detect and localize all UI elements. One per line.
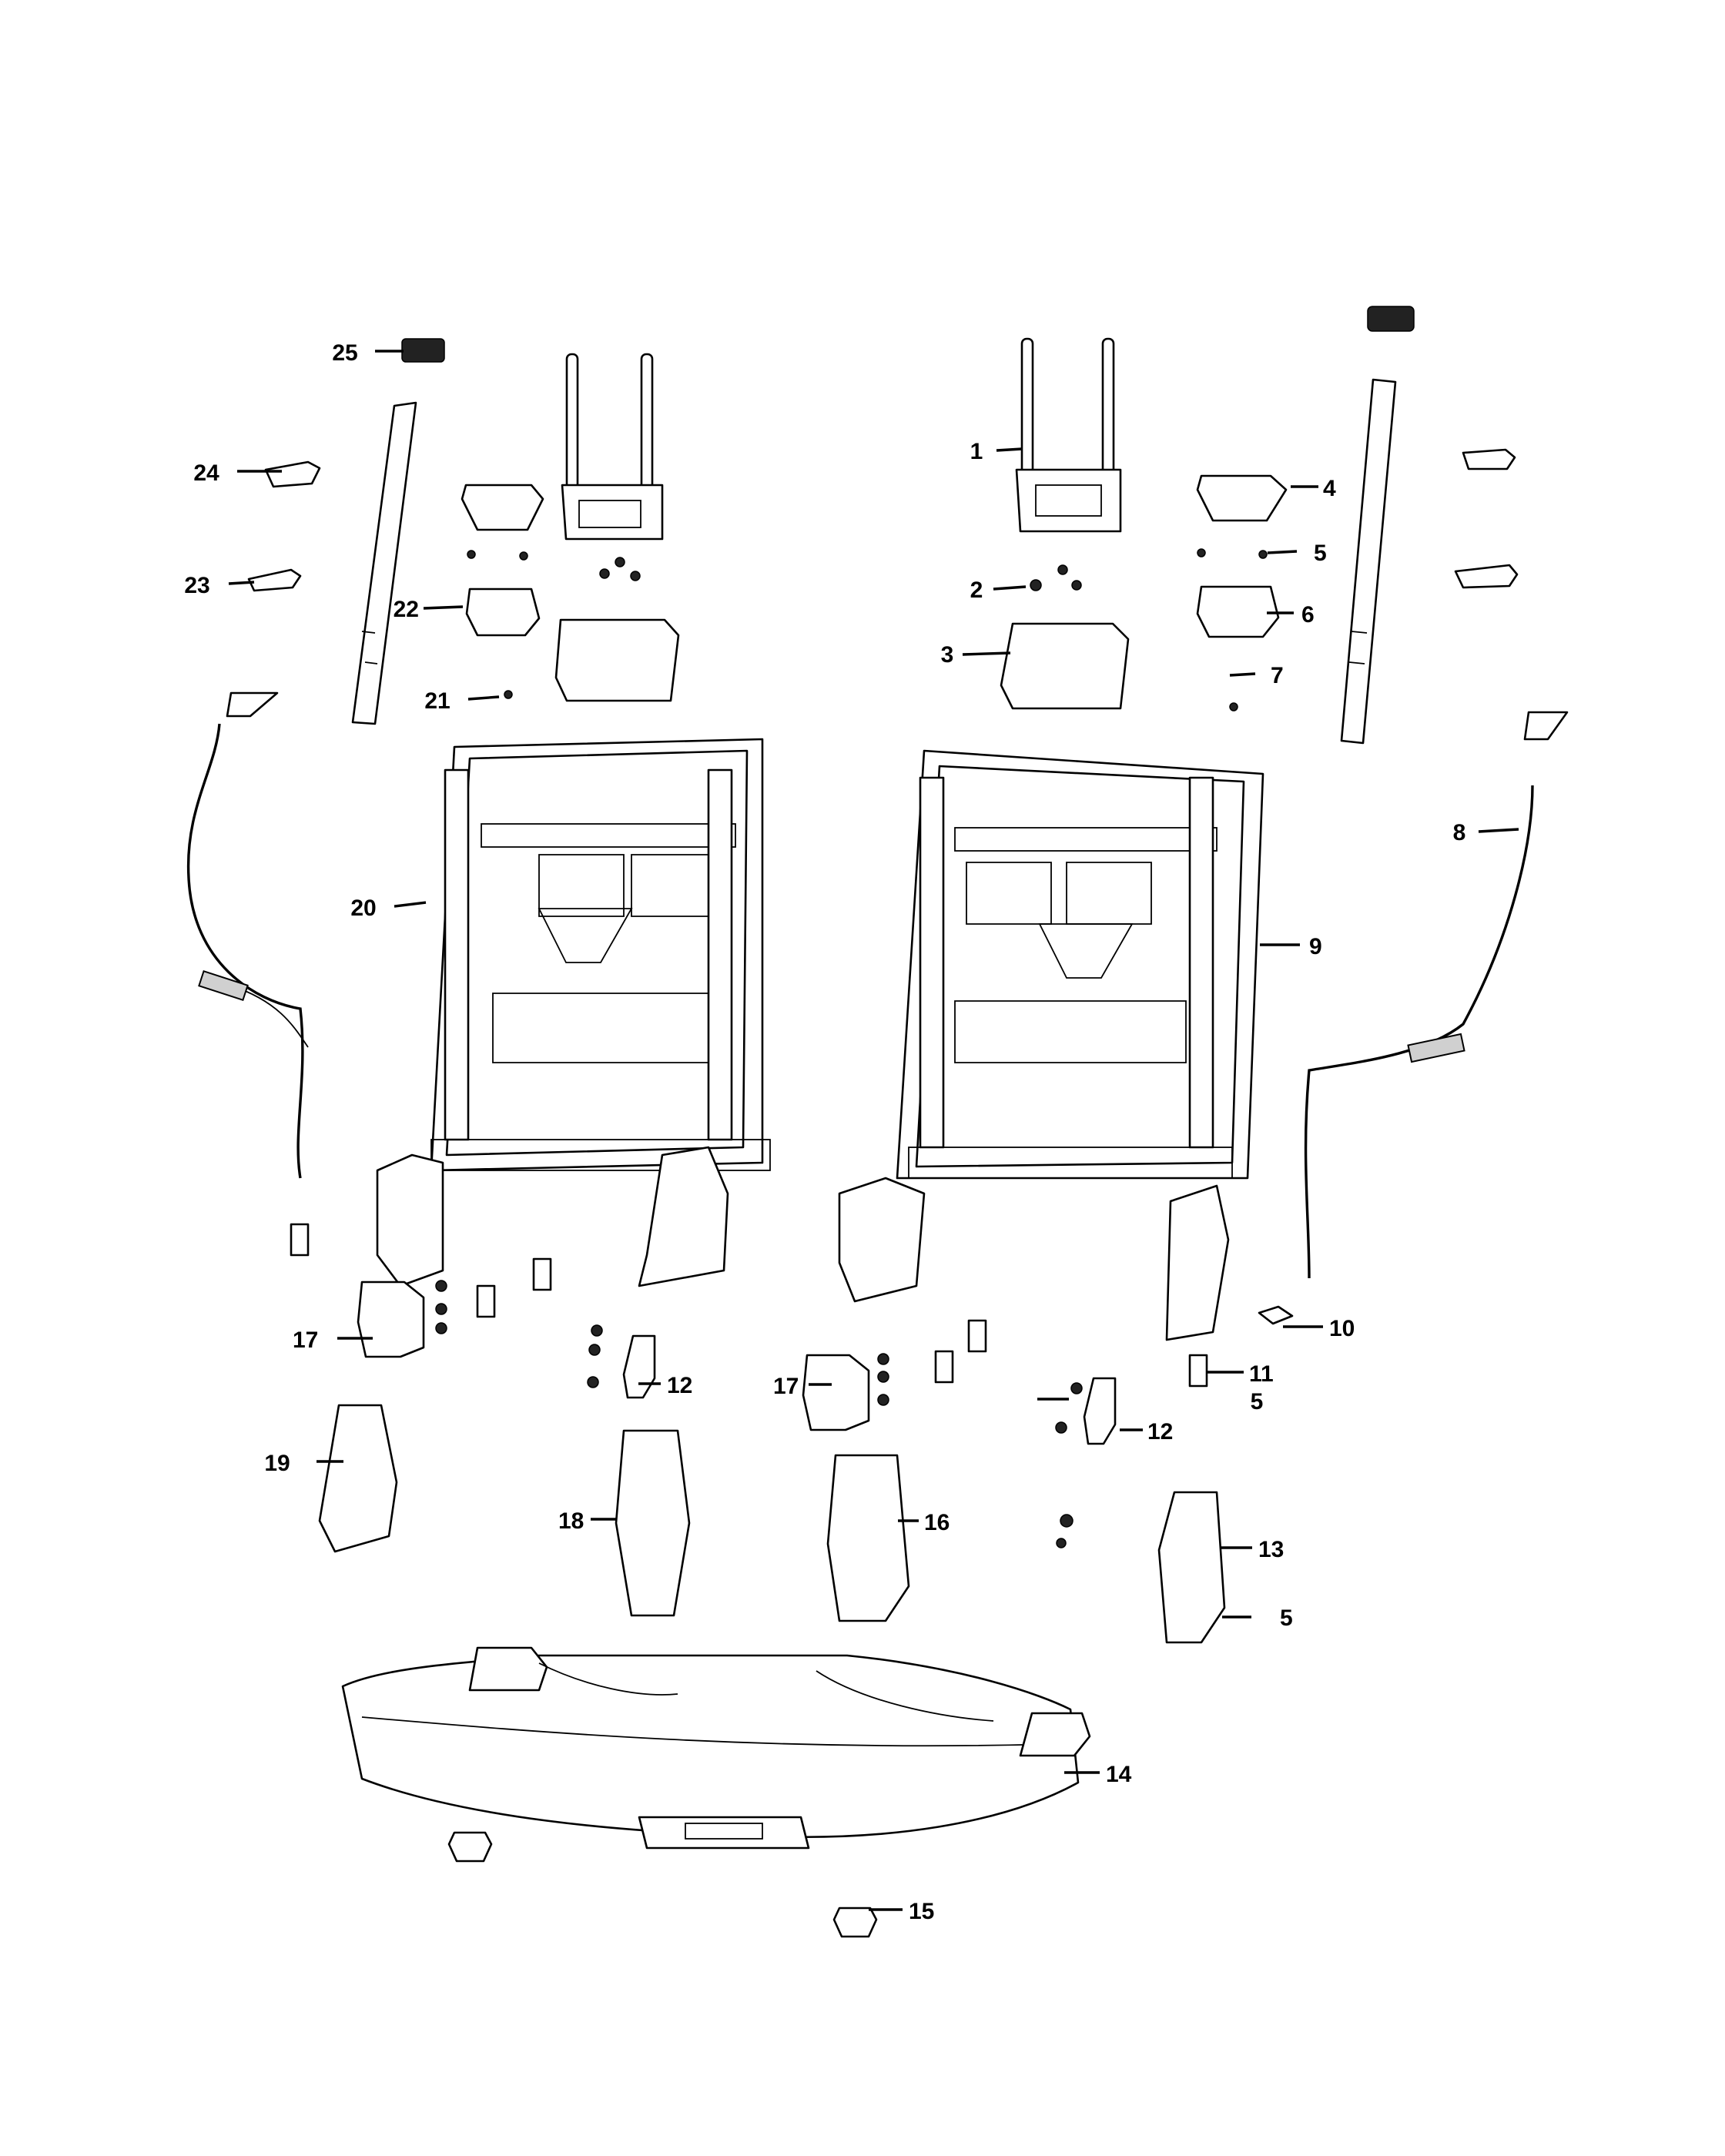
callout-17b: 17 [293, 1327, 318, 1353]
callout-1: 1 [970, 439, 983, 464]
callout-16: 16 [924, 1510, 950, 1535]
callout-6: 6 [1301, 602, 1315, 628]
callout-2: 2 [970, 578, 983, 603]
callout-4: 4 [1323, 476, 1336, 501]
callout-5a: 5 [1314, 541, 1327, 566]
callout-25: 25 [332, 340, 357, 366]
callout-20: 20 [350, 896, 376, 921]
callout-15: 15 [909, 1899, 934, 1924]
callout-9: 9 [1309, 934, 1322, 959]
callout-12a: 12 [1147, 1419, 1173, 1445]
callout-7: 7 [1271, 663, 1284, 688]
callout-19: 19 [264, 1451, 290, 1476]
callout-5c: 5 [1280, 1605, 1293, 1631]
callout-17a: 17 [773, 1374, 799, 1399]
callout-18: 18 [558, 1508, 584, 1534]
callout-3: 3 [941, 642, 954, 668]
callout-22: 22 [394, 597, 419, 622]
leader-lines [228, 350, 1519, 1911]
callout-5b: 5 [1251, 1389, 1264, 1414]
callout-21: 21 [424, 688, 450, 714]
callout-14: 14 [1106, 1762, 1132, 1787]
parts-illustration [186, 306, 1569, 1938]
callout-12b: 12 [667, 1373, 692, 1398]
callout-8: 8 [1453, 820, 1466, 845]
callout-11: 11 [1249, 1361, 1274, 1387]
callout-10: 10 [1329, 1316, 1355, 1341]
callout-23: 23 [184, 573, 209, 598]
callout-13: 13 [1258, 1537, 1284, 1562]
callout-24: 24 [193, 460, 219, 486]
callout-labels: 1 2 3 4 5 5 5 6 7 8 9 10 11 12 12 13 14 … [184, 340, 1465, 1924]
